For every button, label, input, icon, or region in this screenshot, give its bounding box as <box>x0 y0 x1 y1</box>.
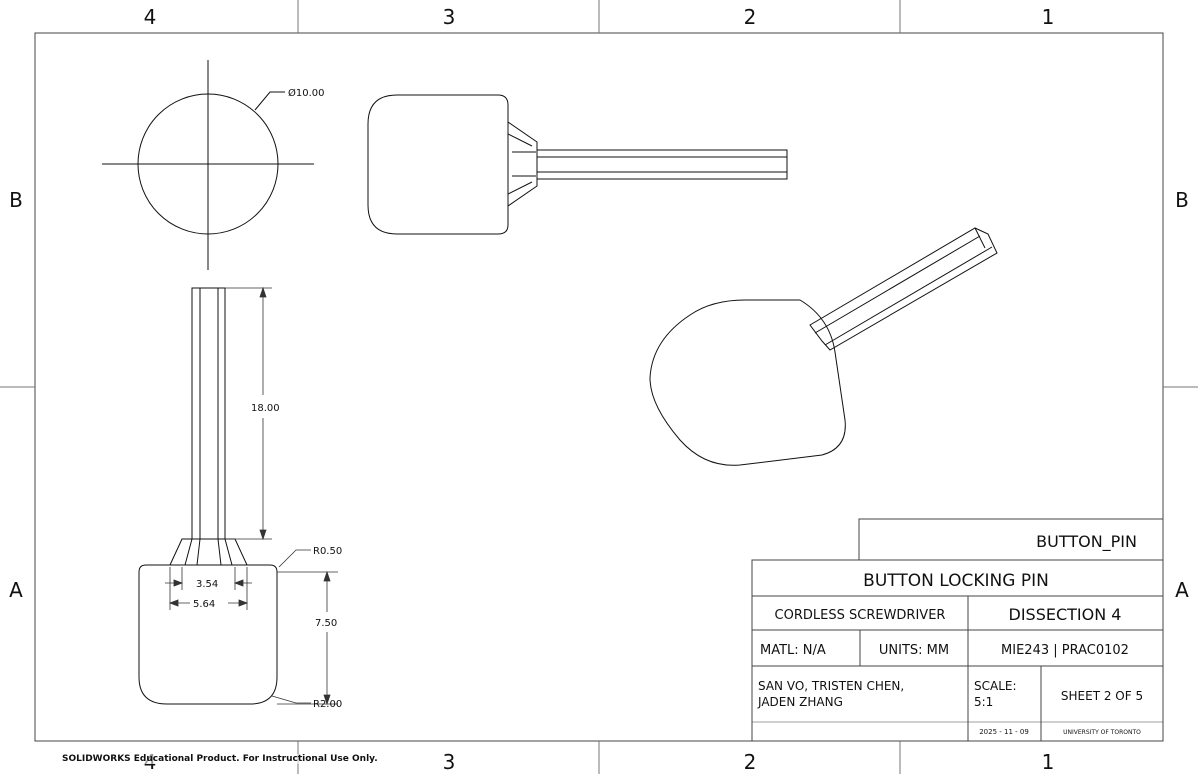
zone-label-bottom-2: 2 <box>744 750 757 774</box>
part-name: BUTTON LOCKING PIN <box>863 571 1049 591</box>
zone-label-left-b: B <box>9 188 23 212</box>
top-view <box>102 60 314 270</box>
course-label: MIE243 | PRAC0102 <box>1001 643 1129 658</box>
material-label: MATL: N/A <box>760 643 826 658</box>
title-block <box>751 518 1164 741</box>
dissection-label: DISSECTION 4 <box>1009 605 1122 624</box>
outer-width-dimension: 5.64 <box>193 599 215 610</box>
scale-value: 5:1 <box>974 695 993 709</box>
dimension-lines <box>165 286 338 706</box>
zone-label-right-a: A <box>1175 578 1189 602</box>
authors-line-1: SAN VO, TRISTEN CHEN, <box>758 679 904 693</box>
front-view-head <box>138 564 278 705</box>
front-view-shaft <box>191 287 226 540</box>
shaft-length-dimension: 18.00 <box>251 403 280 414</box>
file-name: BUTTON_PIN <box>1036 532 1137 552</box>
sheet-label: SHEET 2 OF 5 <box>1061 689 1143 703</box>
side-view-shaft <box>536 149 788 180</box>
side-view-head <box>367 94 509 235</box>
title-block-text: BUTTON_PIN BUTTON LOCKING PIN CORDLESS S… <box>757 532 1143 736</box>
zone-label-top-1: 1 <box>1042 5 1055 29</box>
watermark-text: SOLIDWORKS Educational Product. For Inst… <box>62 754 378 764</box>
zone-label-top-2: 2 <box>744 5 757 29</box>
zone-label-bottom-3: 3 <box>443 750 456 774</box>
isometric-view <box>649 227 998 466</box>
diameter-leader <box>254 91 285 111</box>
assembly-name: CORDLESS SCREWDRIVER <box>775 608 946 623</box>
units-label: UNITS: MM <box>879 643 949 658</box>
isometric-shaft <box>809 227 998 351</box>
fillet-top-dimension: R0.50 <box>313 546 342 557</box>
zone-label-left-a: A <box>9 578 23 602</box>
front-view-cone <box>169 538 248 566</box>
scale-label: SCALE: <box>974 679 1017 693</box>
zone-label-right-b: B <box>1175 188 1189 212</box>
zone-label-top-3: 3 <box>443 5 456 29</box>
authors-line-2: JADEN ZHANG <box>757 695 843 709</box>
front-view <box>138 287 278 705</box>
head-height-dimension: 7.50 <box>315 618 337 629</box>
fillet-bottom-dimension: R2.00 <box>313 699 342 710</box>
date-label: 2025 - 11 - 09 <box>979 728 1029 736</box>
side-view <box>367 94 788 235</box>
sheet-border <box>34 32 1164 742</box>
institution-label: UNIVERSITY OF TORONTO <box>1063 729 1141 736</box>
diameter-dimension: Ø10.00 <box>288 87 325 99</box>
zone-label-bottom-1: 1 <box>1042 750 1055 774</box>
side-view-cone <box>507 121 538 207</box>
inner-width-dimension: 3.54 <box>196 579 218 590</box>
zone-label-top-4: 4 <box>144 5 157 29</box>
isometric-head <box>649 299 846 466</box>
